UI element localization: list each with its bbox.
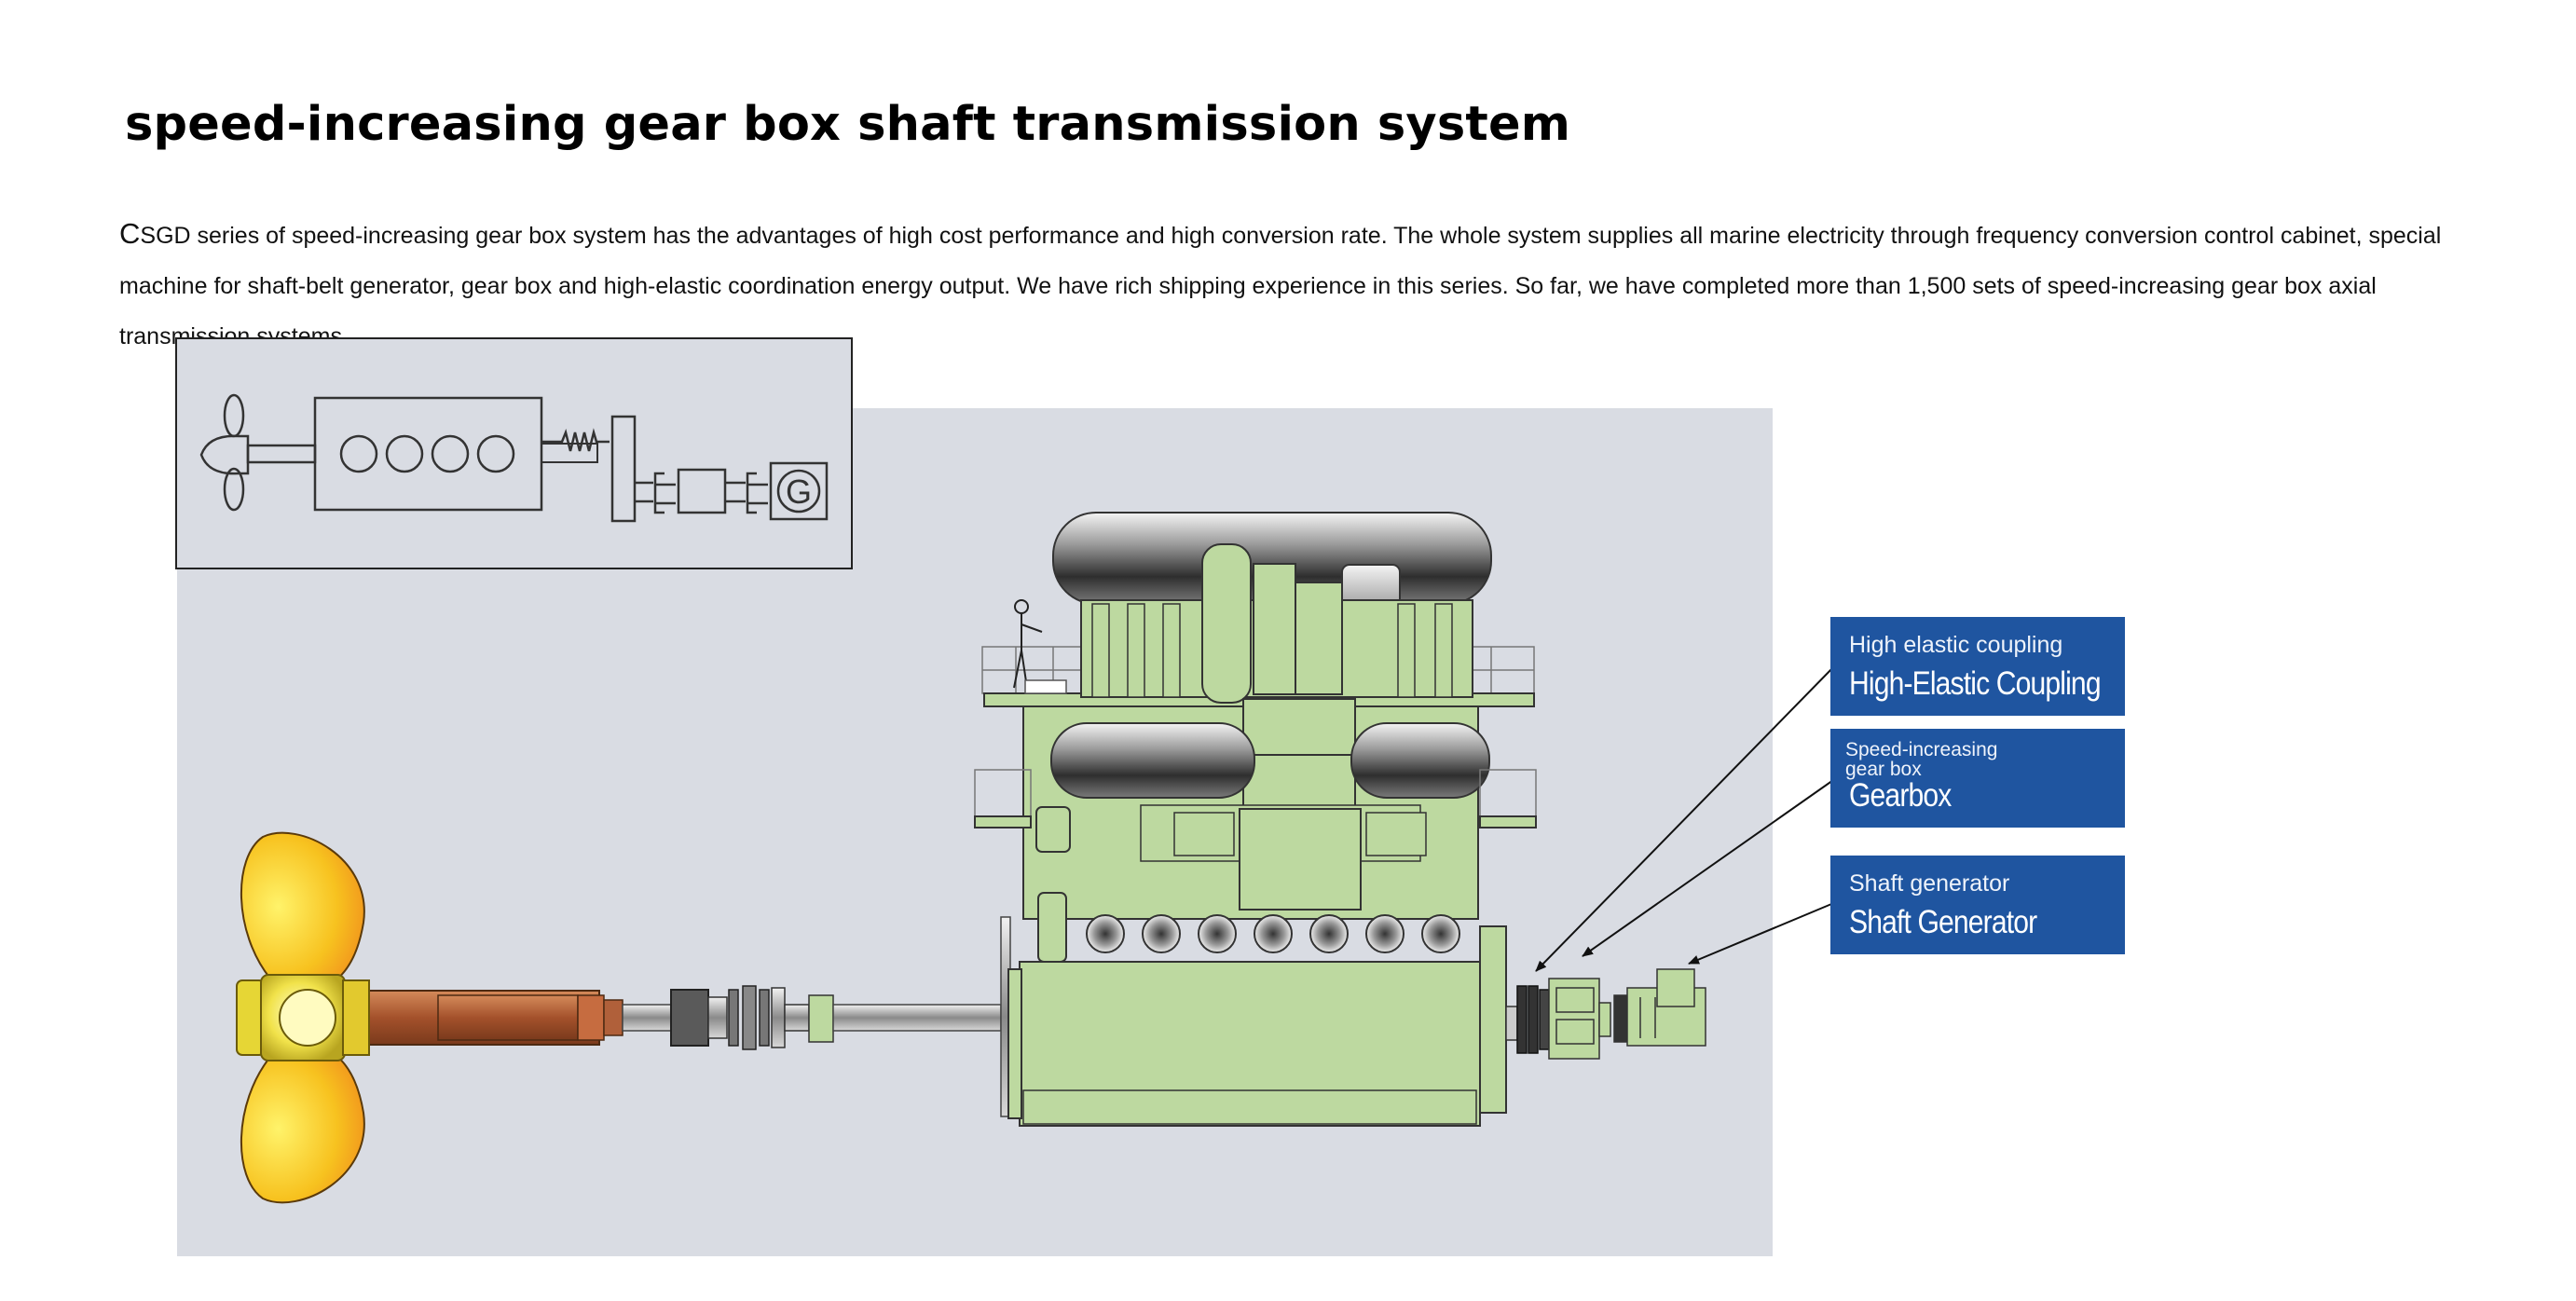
description-initial: C (119, 217, 141, 250)
schematic-inset: G (175, 337, 853, 569)
label-big-text: Shaft Generator (1849, 904, 2037, 940)
propeller-shaft-line (365, 916, 1024, 1117)
arrow-gearbox (1582, 777, 1837, 957)
elastic-coupling (1505, 985, 1550, 1054)
label-high-elastic-coupling: High elastic coupling High-Elastic Coupl… (1830, 617, 2125, 716)
label-small-text: Shaft generator (1849, 870, 2010, 897)
label-small-text: High elastic coupling (1849, 632, 2063, 658)
label-big-text: High-Elastic Coupling (1849, 665, 2102, 702)
schematic-cylinders (339, 434, 515, 473)
schematic-generator (769, 461, 829, 521)
schematic-coupling-2 (725, 472, 768, 514)
label-small-text: Speed-increasing gear box (1845, 739, 1998, 780)
shaft-generator (1613, 968, 1706, 1047)
arrow-coupling (1535, 664, 1837, 972)
schematic-generator-letter: G (786, 472, 812, 511)
gearbox (1548, 978, 1611, 1060)
schematic-coupling-1 (653, 472, 676, 514)
schematic-gear (610, 415, 637, 523)
schematic-gearbox (677, 468, 727, 514)
arrow-generator (1688, 901, 1837, 965)
person-figure (1013, 599, 1043, 689)
engine-cylinders (1086, 914, 1460, 953)
propeller-icon (236, 831, 370, 1204)
leader-arrows (1535, 664, 1837, 972)
label-big-text: Gearbox (1849, 777, 1952, 814)
label-shaft-generator: Shaft generator Shaft Generator (1830, 856, 2125, 954)
schematic-spring-icon (541, 428, 610, 452)
label-gearbox: Speed-increasing gear box Gearbox (1830, 729, 2125, 828)
page-title: speed-increasing gear box shaft transmis… (125, 97, 1571, 152)
main-engine (974, 512, 1537, 1127)
